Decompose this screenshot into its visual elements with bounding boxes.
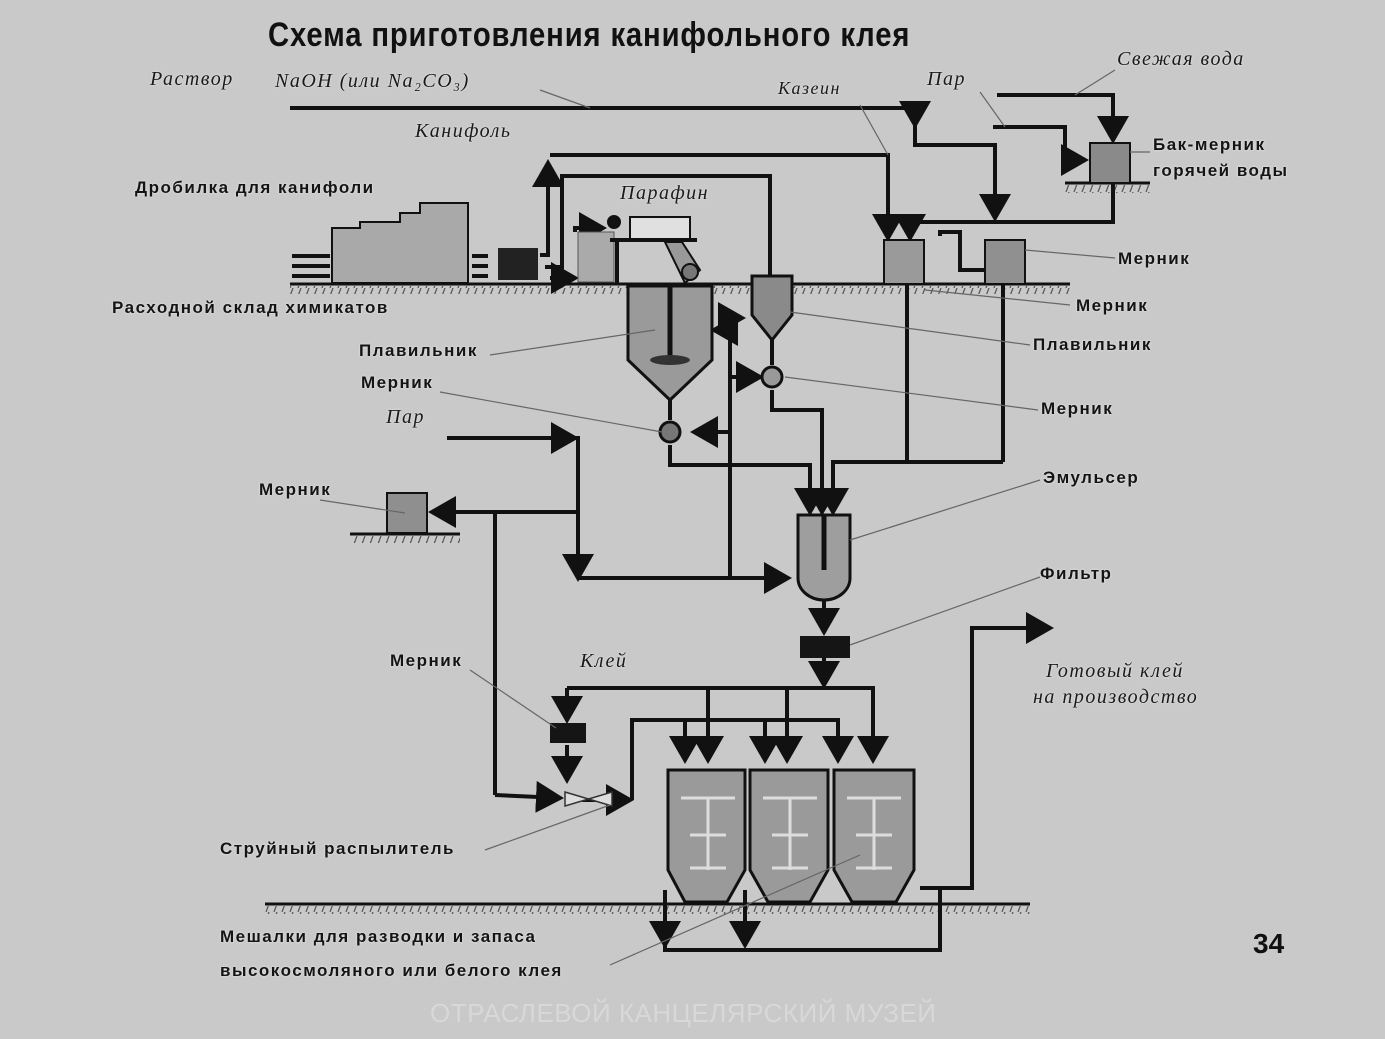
ground-hot-water-tank bbox=[1065, 181, 1150, 193]
label-emulsifier: Эмульсер bbox=[1043, 468, 1140, 487]
pipe-steam-top bbox=[993, 125, 1089, 176]
pipe-fresh-water bbox=[997, 93, 1129, 144]
hot-water-tank bbox=[1089, 142, 1131, 184]
flow-label-finished-glue-1: Готовый клей bbox=[1046, 660, 1184, 682]
pipe-naoh-down bbox=[913, 125, 1011, 222]
measurer-right-valve bbox=[760, 365, 784, 389]
pipe-naoh bbox=[290, 101, 931, 129]
flow-label-glue: Клей bbox=[580, 650, 628, 672]
label-hot-water-tank-1: Бак-мерник bbox=[1153, 135, 1266, 154]
measurer-naoh bbox=[984, 239, 1026, 285]
label-mixers-2: высокосмоляного или белого клея bbox=[220, 961, 563, 980]
label-hot-water-tank-2: горячей воды bbox=[1153, 161, 1289, 180]
label-measurer-right-2: Мерник bbox=[1076, 296, 1149, 315]
flow-label-naoh-formula: NaOH (или Na₂CO₃) bbox=[275, 70, 470, 92]
melter-right bbox=[750, 274, 794, 343]
leader-lines bbox=[319, 69, 1150, 966]
rosin-crusher bbox=[331, 202, 469, 284]
label-rosin-crusher: Дробилка для канифоли bbox=[135, 178, 375, 197]
flow-label-naoh-solution: Раствор bbox=[150, 68, 234, 90]
pipe-rosin bbox=[532, 159, 564, 257]
flow-label-rosin: Канифоль bbox=[415, 120, 512, 142]
label-melter-left: Плавильник bbox=[359, 341, 478, 360]
ground-level-lower bbox=[265, 902, 1030, 914]
flow-label-paraffin: Парафин bbox=[620, 182, 710, 204]
flow-label-steam-mid: Пар bbox=[386, 406, 425, 428]
flow-label-fresh-water: Свежая вода bbox=[1117, 48, 1245, 70]
conveyor-lines bbox=[292, 254, 488, 278]
rosin-hopper bbox=[577, 231, 615, 283]
watermark: ОТРАСЛЕВОЙ КАНЦЕЛЯРСКИЙ МУЗЕЙ bbox=[430, 998, 937, 1028]
flow-label-finished-glue-2: на производство bbox=[1033, 686, 1199, 708]
filter bbox=[800, 636, 850, 658]
label-measurer-bottom: Мерник bbox=[390, 651, 463, 670]
label-melter-right: Плавильник bbox=[1033, 335, 1152, 354]
flow-label-steam-top: Пар bbox=[927, 68, 966, 90]
label-mixers-1: Мешалки для разводки и запаса bbox=[220, 927, 537, 946]
label-measurer-left: Мерник bbox=[361, 373, 434, 392]
flow-label-casein: Казеин bbox=[778, 78, 841, 98]
label-filter: Фильтр bbox=[1040, 564, 1113, 583]
measurer-glue bbox=[550, 723, 586, 743]
worker-figure bbox=[498, 248, 538, 280]
diagram-title: Схема приготовления канифольного клея bbox=[268, 16, 911, 54]
label-jet-sprayer: Струйный распылитель bbox=[220, 839, 455, 858]
label-measurer-small: Мерник bbox=[259, 480, 332, 499]
label-chemical-store: Расходной склад химикатов bbox=[112, 298, 389, 317]
label-measurer-right-3: Мерник bbox=[1041, 399, 1114, 418]
pipelines bbox=[290, 93, 1129, 952]
pipe-casein bbox=[550, 153, 904, 242]
mixer-tanks bbox=[666, 768, 916, 904]
ground-small-measurer bbox=[350, 532, 460, 543]
label-measurer-right-1: Мерник bbox=[1118, 249, 1191, 268]
page-number: 34 bbox=[1253, 928, 1285, 959]
paraffin-platform bbox=[607, 215, 702, 285]
jet-sprayer bbox=[564, 790, 613, 808]
measurer-casein bbox=[883, 239, 925, 285]
pipe-hot-water bbox=[894, 183, 1115, 242]
measurer-small bbox=[386, 492, 428, 534]
measurer-left-valve bbox=[658, 420, 682, 444]
